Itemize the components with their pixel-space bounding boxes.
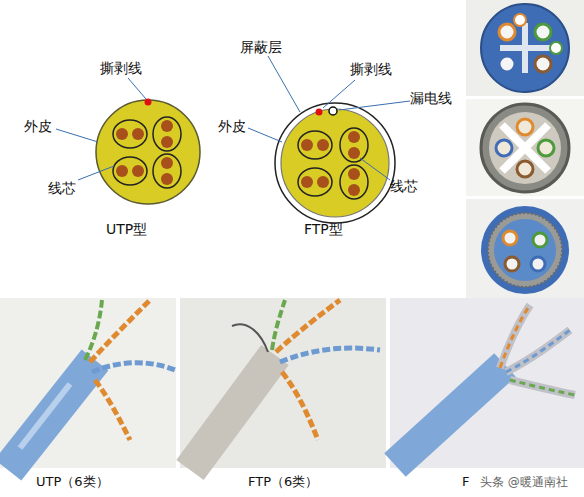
cross-section-photos: [466, 0, 584, 300]
part-label: 漏电线: [410, 90, 452, 107]
part-label: 外皮: [24, 118, 52, 135]
cable-photos: [0, 298, 584, 470]
leader-lines: [56, 56, 410, 180]
part-label: 屏蔽层: [240, 39, 282, 56]
photo-caption: F: [462, 474, 469, 490]
watermark: 头条 @暖通南社: [478, 475, 570, 489]
photo-caption: UTP（6类）: [36, 474, 109, 490]
part-label: 外皮: [218, 118, 246, 135]
part-label: 线芯: [48, 180, 76, 197]
figure-caption: UTP型: [106, 221, 147, 238]
part-label: 线芯: [390, 178, 418, 195]
photo-caption: FTP（6类）: [248, 474, 318, 490]
ftp-cross-section: [275, 103, 395, 223]
utp-cross-section: [96, 99, 200, 205]
figure-caption: FTP型: [304, 221, 343, 238]
part-label: 撕剥线: [350, 61, 392, 78]
part-label: 撕剥线: [100, 60, 142, 77]
